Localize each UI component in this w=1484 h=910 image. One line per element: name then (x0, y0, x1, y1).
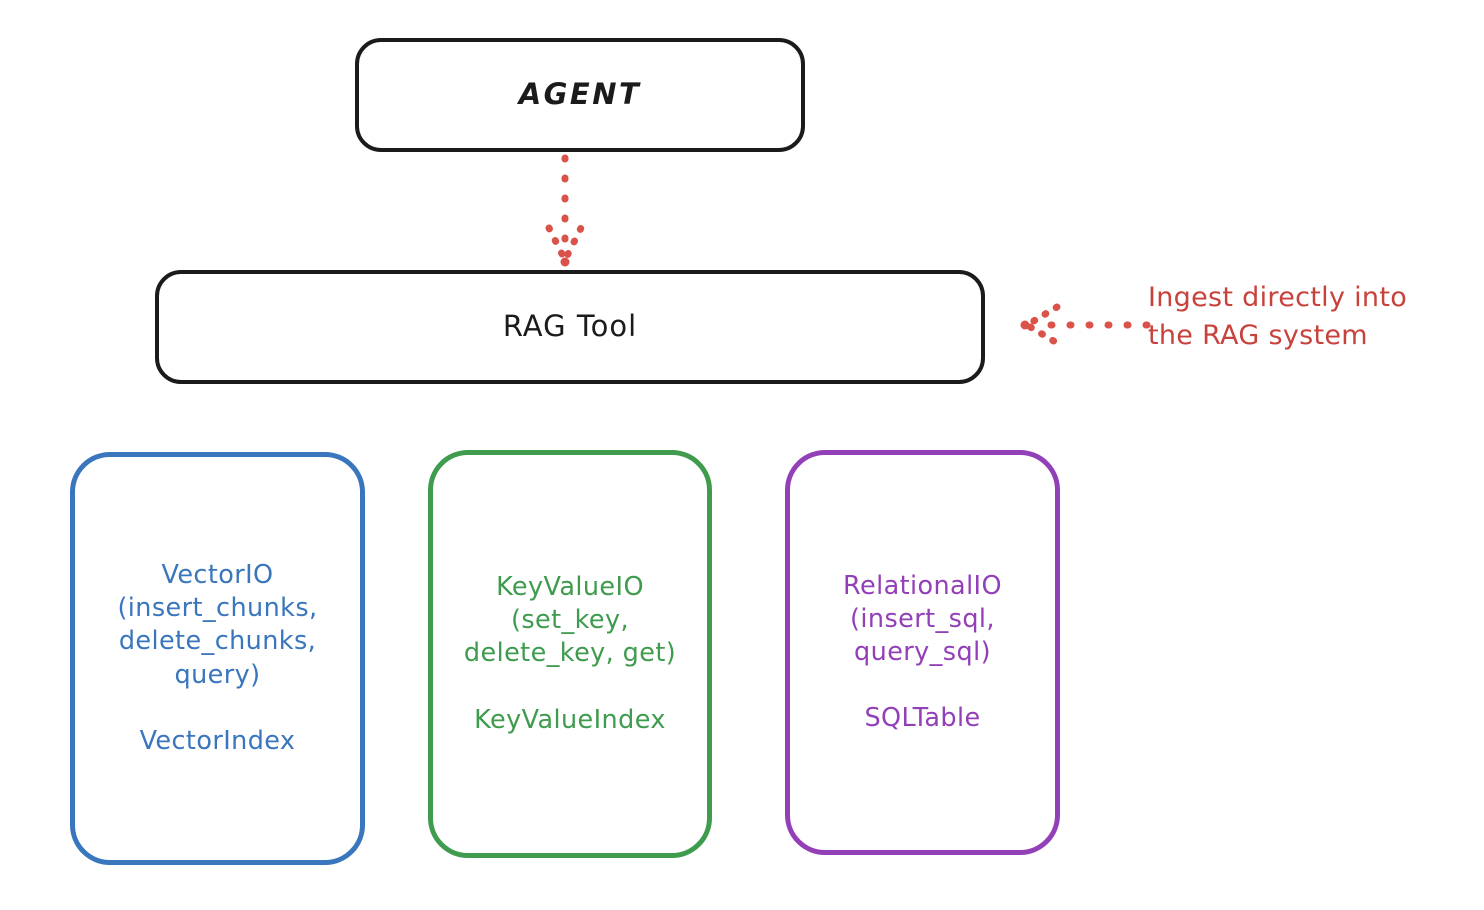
node-agent-label: AGENT (518, 77, 642, 112)
node-rag-tool[interactable]: RAG Tool (155, 270, 985, 384)
node-relational-io-label: RelationalIO (insert_sql, query_sql) SQL… (843, 570, 1002, 734)
node-agent[interactable]: AGENT (355, 38, 805, 152)
node-vector-io-label: VectorIO (insert_chunks, delete_chunks, … (117, 560, 318, 756)
edge-ingest-into-rag-system (1020, 303, 1151, 347)
node-key-value-io[interactable]: KeyValueIO (set_key, delete_key, get) Ke… (428, 450, 712, 858)
node-rag-tool-label: RAG Tool (502, 309, 638, 344)
annotation-ingest-text: Ingest directly into the RAG system (1148, 282, 1408, 352)
edge-agent-to-rag-tool (545, 154, 585, 267)
node-vector-io[interactable]: VectorIO (insert_chunks, delete_chunks, … (70, 452, 365, 865)
node-relational-io[interactable]: RelationalIO (insert_sql, query_sql) SQL… (785, 450, 1060, 855)
node-key-value-io-label: KeyValueIO (set_key, delete_key, get) Ke… (463, 572, 677, 735)
